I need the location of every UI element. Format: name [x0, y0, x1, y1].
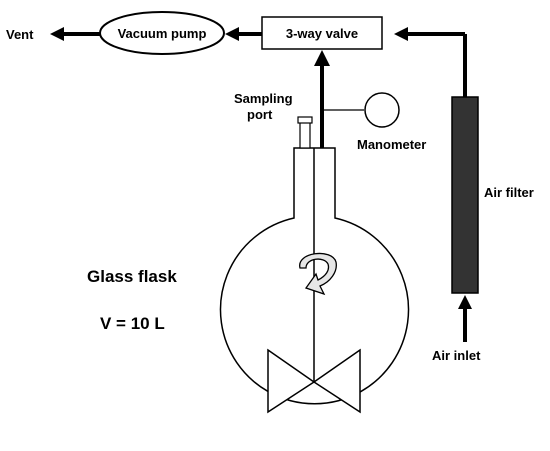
sampling-port-label-line1: Sampling — [234, 91, 293, 106]
air-filter-label: Air filter — [484, 185, 534, 200]
sampling-port — [297, 116, 313, 149]
three-way-valve — [261, 16, 383, 50]
rotation-arrow-icon — [299, 252, 337, 296]
vent-arrow — [50, 27, 100, 41]
air-filter — [451, 96, 479, 294]
three-way-valve-label: 3-way valve — [286, 26, 358, 41]
vacuum-pump-label: Vacuum pump — [118, 26, 207, 41]
manometer-label: Manometer — [357, 137, 426, 152]
air-inlet-arrow — [458, 295, 472, 342]
sampling-port-label-line2: port — [247, 107, 273, 122]
valve-to-pump-arrow — [225, 27, 262, 41]
filter-to-valve-line — [394, 27, 467, 97]
flask-volume-label: V = 10 L — [100, 314, 165, 333]
vent-label: Vent — [6, 27, 34, 42]
stirrer-blade-right — [312, 348, 361, 414]
air-inlet-label: Air inlet — [432, 348, 481, 363]
glass-flask-label: Glass flask — [87, 267, 177, 286]
manometer — [364, 92, 400, 128]
stirrer-blades — [267, 348, 316, 414]
flask-to-valve-arrow — [314, 50, 330, 148]
vacuum-pump — [99, 11, 225, 55]
